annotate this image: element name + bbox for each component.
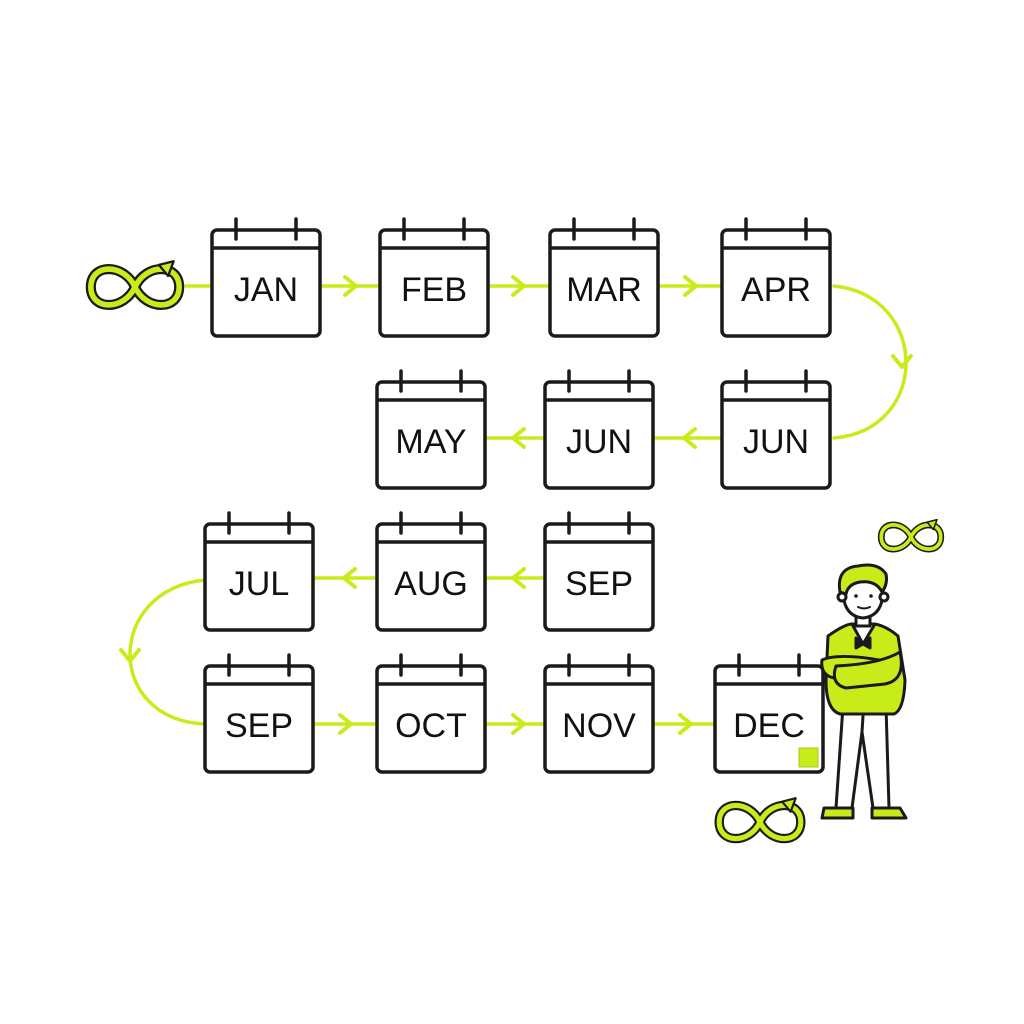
calendar-card-body	[548, 228, 660, 338]
calendar-card-sep-right: SEP	[543, 511, 655, 632]
month-label: SEP	[225, 707, 293, 745]
month-label: APR	[741, 271, 811, 309]
calendar-card-body	[375, 380, 487, 490]
calendar-card-apr: APR	[720, 217, 832, 338]
chevron-right-icon	[678, 713, 693, 735]
calendar-card-body	[543, 380, 655, 490]
infinity-loop-icon	[719, 798, 801, 838]
month-label: JAN	[234, 271, 298, 309]
month-cards: JAN FEB MAR APR JUN JUN MAY SEP AUG JUL SEP OCT NOV D…	[203, 217, 832, 774]
calendar-card-mar: MAR	[548, 217, 660, 338]
chevron-right-icon	[338, 713, 353, 735]
month-label: MAY	[395, 423, 466, 461]
chevron-down-icon	[891, 354, 913, 369]
calendar-card-feb: FEB	[378, 217, 490, 338]
calendar-card-jan: JAN	[210, 217, 322, 338]
calendar-card-jun-mid: JUN	[543, 369, 655, 490]
calendar-card-body	[543, 522, 655, 632]
calendar-card-body	[720, 380, 832, 490]
connector-jul-sep	[128, 578, 207, 726]
month-label: JUN	[743, 423, 809, 461]
calendar-card-body	[375, 664, 487, 774]
chevron-down-icon	[119, 648, 141, 663]
month-label: JUL	[229, 565, 289, 603]
calendar-card-dec: DEC	[713, 653, 825, 774]
month-label: DEC	[733, 707, 805, 745]
flow-chevrons	[119, 275, 913, 735]
person-hair	[837, 563, 888, 596]
chevron-right-icon	[683, 275, 698, 297]
month-label: MAR	[566, 271, 642, 309]
month-label: NOV	[562, 707, 636, 745]
month-label: FEB	[401, 271, 467, 309]
chevron-left-icon	[682, 427, 697, 449]
person-right-shoe	[870, 806, 908, 820]
calendar-card-body	[203, 522, 315, 632]
calendar-card-jul: JUL	[203, 511, 315, 632]
business-person-figure	[820, 563, 908, 820]
calendar-card-body	[210, 228, 322, 338]
month-label: JUN	[566, 423, 632, 461]
infinity-loop-icon	[91, 261, 179, 305]
chevron-left-icon	[511, 427, 526, 449]
calendar-card-nov: NOV	[543, 653, 655, 774]
flow-connectors	[128, 284, 908, 726]
chevron-left-icon	[511, 567, 526, 589]
calendar-card-jun-right: JUN	[720, 369, 832, 490]
calendar-card-body	[713, 664, 825, 774]
chevron-left-icon	[342, 567, 357, 589]
chevron-right-icon	[343, 275, 358, 297]
calendar-card-oct: OCT	[375, 653, 487, 774]
calendar-card-body	[543, 664, 655, 774]
month-label: SEP	[565, 565, 633, 603]
calendar-card-may: MAY	[375, 369, 487, 490]
calendar-card-body	[375, 522, 487, 632]
calendar-card-sep-left: SEP	[203, 653, 315, 774]
person-arm-right	[832, 650, 903, 690]
calendar-card-body	[203, 664, 315, 774]
calendar-card-aug: AUG	[375, 511, 487, 632]
chevron-right-icon	[511, 713, 526, 735]
month-label: OCT	[395, 707, 467, 745]
calendar-card-body	[378, 228, 490, 338]
person-bowtie	[854, 636, 872, 650]
infinity-loop-icon	[881, 520, 941, 549]
connector-apr-jun	[832, 284, 908, 440]
chevron-right-icon	[511, 275, 526, 297]
calendar-card-body	[720, 228, 832, 338]
month-label: AUG	[394, 565, 468, 603]
calendar-corner-marker	[798, 747, 819, 768]
person-left-shoe	[820, 806, 855, 820]
